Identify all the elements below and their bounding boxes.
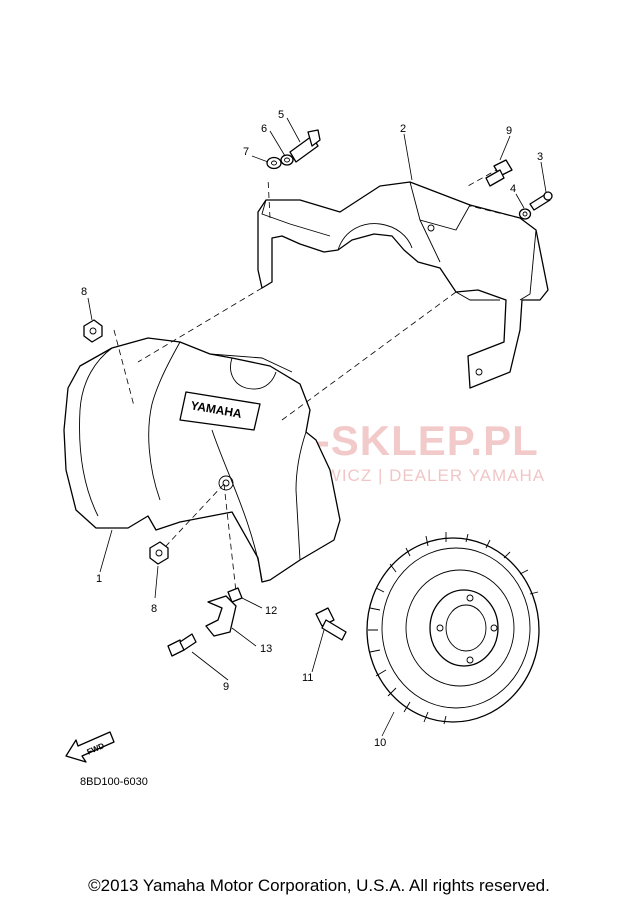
part-4-washer [518,208,532,220]
callout-9-upper: 9 [506,125,512,137]
part-6-washer [280,154,294,166]
part-3-screw [529,191,553,211]
callout-8-upper: 8 [81,286,87,298]
emblem-plate [179,391,261,431]
callout-8-lower: 8 [151,603,157,615]
part-7-washer [266,156,282,170]
callout-6: 6 [261,123,267,135]
part-11-bolt [315,607,347,641]
callout-7: 7 [243,146,249,158]
part-13-clip [205,595,237,637]
callout-9-lower: 9 [223,681,229,693]
callout-10: 10 [374,737,386,749]
callout-13: 13 [260,643,272,655]
part-10-flywheel [366,532,540,725]
part-5-bolt [289,129,321,163]
callout-3: 3 [537,151,543,163]
assembly-lines [113,167,521,593]
callout-1: 1 [96,573,102,585]
part-9-bolt-lower [167,633,197,657]
diagram-part-code: 8BD100-6030 [80,776,148,788]
fwd-arrow-icon: FWD [65,731,115,763]
part-1-fan-cover: YAMAHA [63,337,341,583]
part-9-bolt-upper [485,159,513,187]
callout-5: 5 [278,109,284,121]
copyright-text: ©2013 Yamaha Motor Corporation, U.S.A. A… [88,876,550,895]
callout-12: 12 [265,605,277,617]
part-2-upper-shroud [257,181,549,389]
callout-11: 11 [302,672,313,684]
callout-2: 2 [400,123,406,135]
callouts: 2 9 3 4 5 6 7 8 1 8 12 13 9 11 10 [81,109,543,749]
part-8-nut-upper [83,319,103,343]
part-8-nut-lower [149,541,169,565]
leader-lines [87,117,547,737]
callout-4: 4 [510,183,516,195]
